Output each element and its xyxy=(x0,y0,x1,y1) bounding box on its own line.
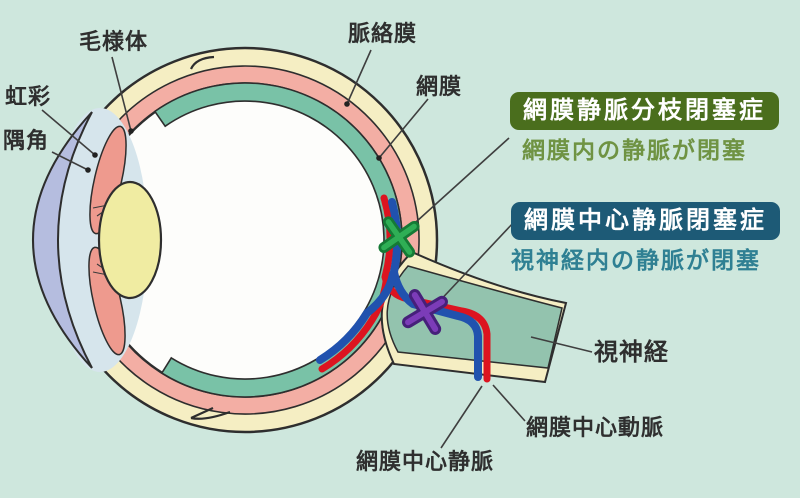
retina-layer xyxy=(153,82,403,398)
label-choroid: 脈絡膜 xyxy=(348,21,418,46)
iris-lower xyxy=(88,246,126,356)
leader-ciliary-body xyxy=(111,56,132,132)
label-retina: 網膜 xyxy=(416,74,463,99)
central-occlusion-title: 網膜中心静脈閉塞症 xyxy=(511,202,780,240)
dot-ciliary-body xyxy=(128,128,134,134)
x-mark-purple xyxy=(402,289,448,335)
label-iris: 虹彩 xyxy=(5,84,52,109)
leader-choroid xyxy=(346,49,372,105)
cornea xyxy=(32,111,93,369)
lens xyxy=(97,180,163,300)
label-angle: 隅角 xyxy=(3,128,50,153)
label-ciliary-body: 毛様体 xyxy=(79,29,149,54)
dot-angle xyxy=(85,167,91,173)
leader-lines xyxy=(41,49,593,449)
leader-angle xyxy=(51,151,89,171)
sclera-fold-mark-bottom xyxy=(190,406,231,420)
sclera-fold-mark-top xyxy=(189,55,215,70)
x-mark-green xyxy=(378,216,420,258)
leader-branch-occlusion xyxy=(405,137,510,232)
label-central-retinal-artery: 網膜中心動脈 xyxy=(526,415,665,440)
leader-optic-nerve xyxy=(530,336,593,353)
leader-dots xyxy=(85,101,382,173)
dot-retina xyxy=(376,155,382,161)
leader-iris xyxy=(41,109,96,156)
dot-iris xyxy=(92,152,98,158)
leader-central-artery xyxy=(492,384,526,422)
branch-occlusion-title: 網膜静脈分枝閉塞症 xyxy=(510,92,779,130)
leader-central-occlusion xyxy=(433,221,515,308)
central-occlusion-description: 視神経内の静脈が閉塞 xyxy=(511,247,761,273)
leader-central-vein xyxy=(440,385,483,449)
label-central-retinal-vein: 網膜中心静脈 xyxy=(356,449,495,474)
central-retinal-vein-lower xyxy=(316,270,397,364)
dot-choroid xyxy=(344,101,350,107)
branch-occlusion-description: 網膜内の静脈が閉塞 xyxy=(522,137,747,163)
label-optic-nerve: 視神経 xyxy=(594,339,669,366)
leader-retina xyxy=(378,98,429,159)
